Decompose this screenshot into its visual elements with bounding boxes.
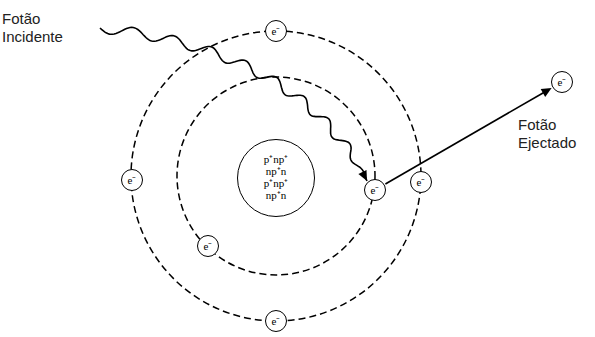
electron-symbol: e⁻	[128, 175, 137, 186]
arrowhead	[541, 88, 552, 97]
photon-label: Fotão Ejectado	[518, 116, 592, 152]
electron-symbol: e⁻	[272, 316, 281, 327]
electron-circle: e⁻	[197, 235, 219, 257]
photon-arrowhead	[358, 170, 367, 181]
electron-circle: e⁻	[410, 171, 432, 193]
nucleus-text: p⁺np⁺ np⁺n p⁺np⁺ np⁺n	[253, 154, 299, 202]
photon-wave	[100, 27, 367, 181]
electron-circle: e⁻	[265, 20, 287, 42]
electron-circle: e⁻	[551, 71, 573, 93]
electron-symbol: e⁻	[371, 185, 380, 196]
electron-symbol: e⁻	[417, 177, 426, 188]
electron-circle: e⁻	[364, 179, 386, 201]
electron-symbol: e⁻	[558, 77, 567, 88]
electron-symbol: e⁻	[272, 26, 281, 37]
electron-symbol: e⁻	[204, 241, 213, 252]
nucleus-circle: p⁺np⁺ np⁺n p⁺np⁺ np⁺n	[237, 139, 315, 217]
photon-label: Fotão Incidente	[2, 10, 94, 46]
inner-orbit	[177, 77, 375, 275]
electron-circle: e⁻	[121, 169, 143, 191]
outer-orbit	[131, 31, 421, 321]
electron-circle: e⁻	[265, 310, 287, 332]
